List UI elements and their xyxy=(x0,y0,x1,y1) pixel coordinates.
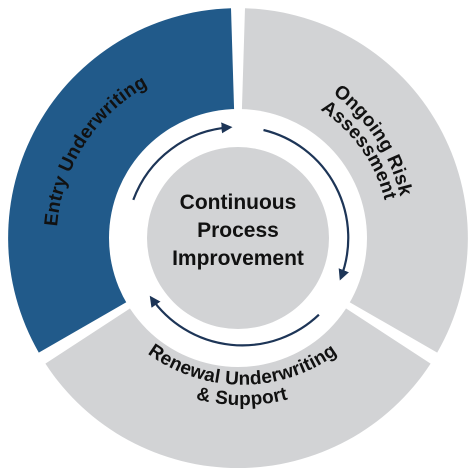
center-disc xyxy=(147,147,329,329)
circular-arrow-icon xyxy=(263,128,350,281)
center-line-3: Improvement xyxy=(172,247,304,270)
center-line-1: Continuous xyxy=(180,191,297,214)
cycle-arrows xyxy=(132,122,350,347)
center-line-2: Process xyxy=(197,219,279,242)
circular-arrow-icon xyxy=(149,295,320,347)
center-title: Continuous Process Improvement xyxy=(172,191,304,270)
circular-arrow-icon xyxy=(132,122,233,201)
